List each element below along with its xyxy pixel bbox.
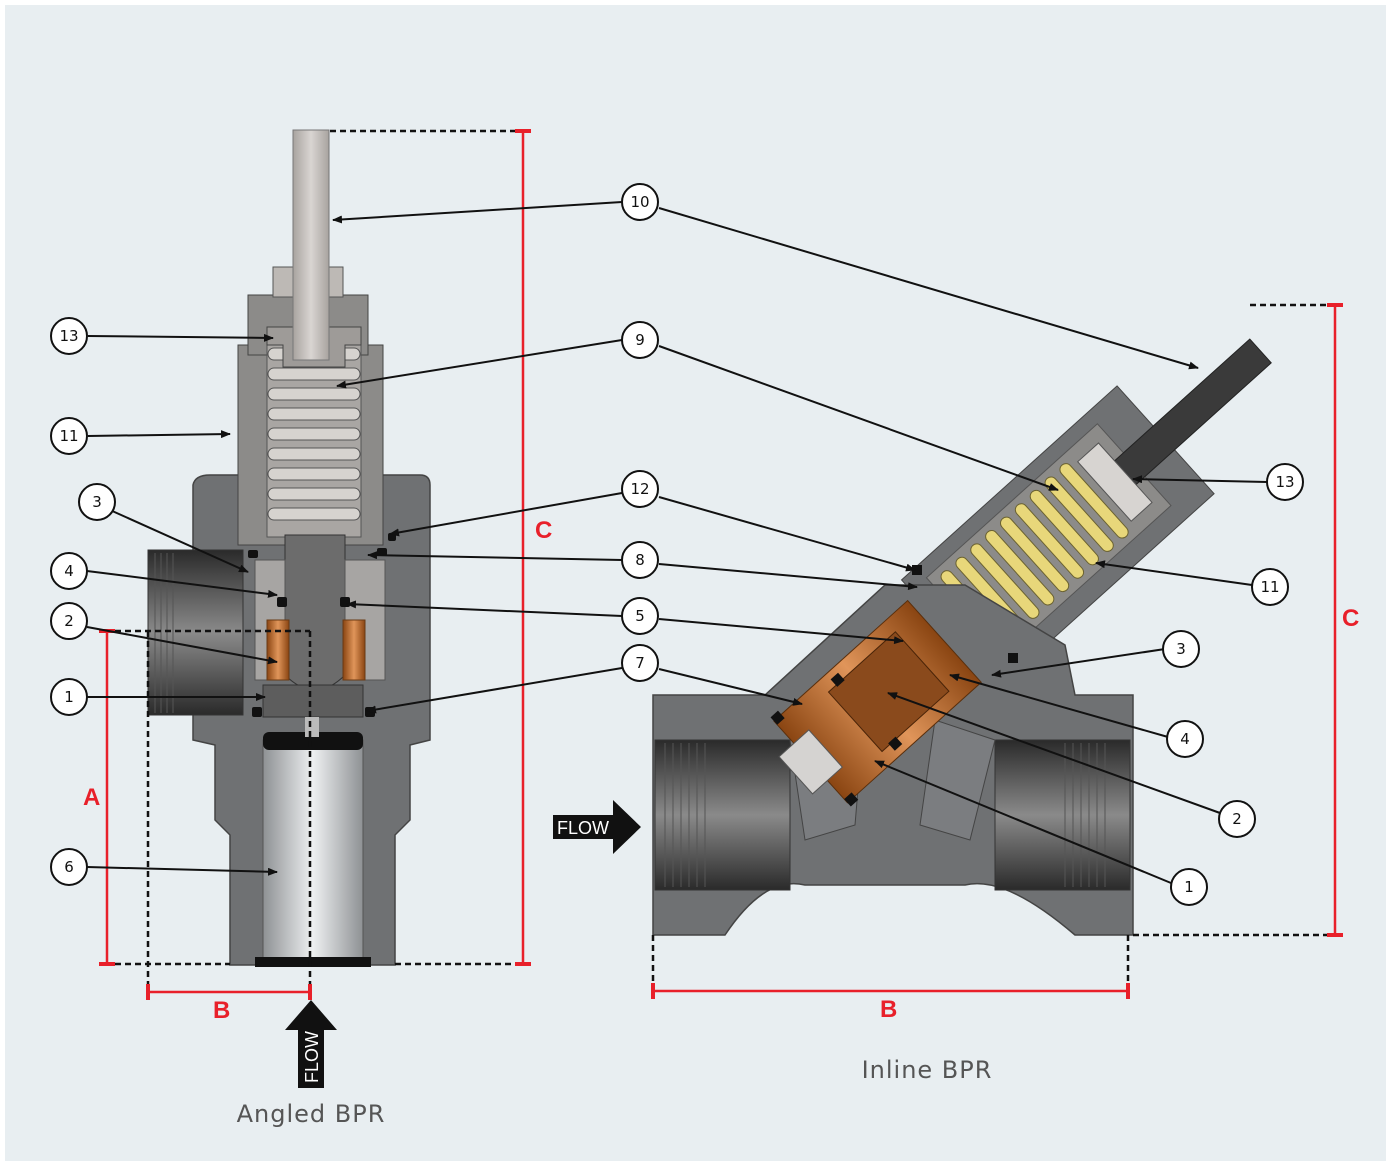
inline-flow-arrow: FLOW (553, 800, 641, 854)
svg-text:9: 9 (635, 331, 645, 349)
inline-bpr-drawing (652, 338, 1272, 936)
inline-callout-2: 2 (1218, 800, 1256, 838)
angled-callout-4: 4 (50, 552, 88, 590)
svg-text:2: 2 (1232, 810, 1242, 828)
svg-text:7: 7 (635, 654, 645, 672)
svg-text:3: 3 (1176, 640, 1186, 658)
angled-bpr-drawing (147, 129, 431, 967)
svg-text:1: 1 (1184, 878, 1194, 896)
angled-callout-13: 13 (50, 317, 88, 355)
svg-text:12: 12 (630, 480, 649, 498)
angled-outlet-tube (262, 739, 364, 966)
svg-text:13: 13 (59, 327, 78, 345)
inline-caption: Inline BPR (862, 1056, 993, 1084)
inline-callout-4: 4 (1166, 720, 1204, 758)
diagram-canvas: C A B C B FLOW FLOW (5, 5, 1386, 1161)
angled-flow-label: FLOW (302, 1031, 322, 1083)
inline-callout-1: 1 (1170, 868, 1208, 906)
angled-callout-12: 12 (621, 470, 659, 508)
angled-spring (267, 347, 361, 521)
angled-callout-9: 9 (621, 321, 659, 359)
angled-callout-1: 1 (50, 678, 88, 716)
svg-text:6: 6 (64, 858, 74, 876)
callout-leaders (86, 201, 1268, 884)
angled-callout-6: 6 (50, 848, 88, 886)
inline-callout-11: 11 (1251, 568, 1289, 606)
angled-dimensions (99, 129, 531, 1000)
angled-dim-c-label: C (535, 517, 552, 544)
svg-text:2: 2 (64, 612, 74, 630)
angled-callouts: 13 11 3 4 2 1 6 10 9 12 8 5 7 (50, 183, 659, 886)
angled-callout-2: 2 (50, 602, 88, 640)
svg-text:11: 11 (59, 427, 78, 445)
inline-dim-c-label: C (1342, 605, 1359, 632)
angled-dim-a-label: A (83, 784, 100, 811)
svg-text:4: 4 (64, 562, 74, 580)
angled-dim-b-label: B (213, 997, 230, 1024)
angled-left-port (147, 549, 244, 716)
inline-callout-13: 13 (1266, 463, 1304, 501)
svg-text:1: 1 (64, 688, 74, 706)
angled-caption: Angled BPR (237, 1100, 386, 1128)
svg-text:3: 3 (92, 493, 102, 511)
svg-text:5: 5 (635, 607, 645, 625)
inline-flow-label: FLOW (557, 818, 609, 838)
angled-callout-11: 11 (50, 417, 88, 455)
svg-text:11: 11 (1260, 578, 1279, 596)
angled-callout-7: 7 (621, 644, 659, 682)
svg-text:8: 8 (635, 551, 645, 569)
bpr-cross-section-diagram: C A B C B FLOW FLOW (50, 129, 1359, 1128)
inline-dim-b-label: B (880, 996, 897, 1023)
svg-text:4: 4 (1180, 730, 1190, 748)
angled-callout-8: 8 (621, 541, 659, 579)
angled-piston (284, 534, 346, 691)
svg-text:13: 13 (1275, 473, 1294, 491)
angled-adjusting-screw (292, 129, 330, 361)
inline-callouts: 13 11 3 4 2 1 (1162, 463, 1304, 906)
svg-text:10: 10 (630, 193, 649, 211)
angled-callout-10: 10 (621, 183, 659, 221)
inline-callout-3: 3 (1162, 630, 1200, 668)
angled-flow-arrow: FLOW (285, 1000, 337, 1088)
angled-callout-5: 5 (621, 597, 659, 635)
angled-callout-3: 3 (78, 483, 116, 521)
inline-dimensions (651, 303, 1343, 999)
